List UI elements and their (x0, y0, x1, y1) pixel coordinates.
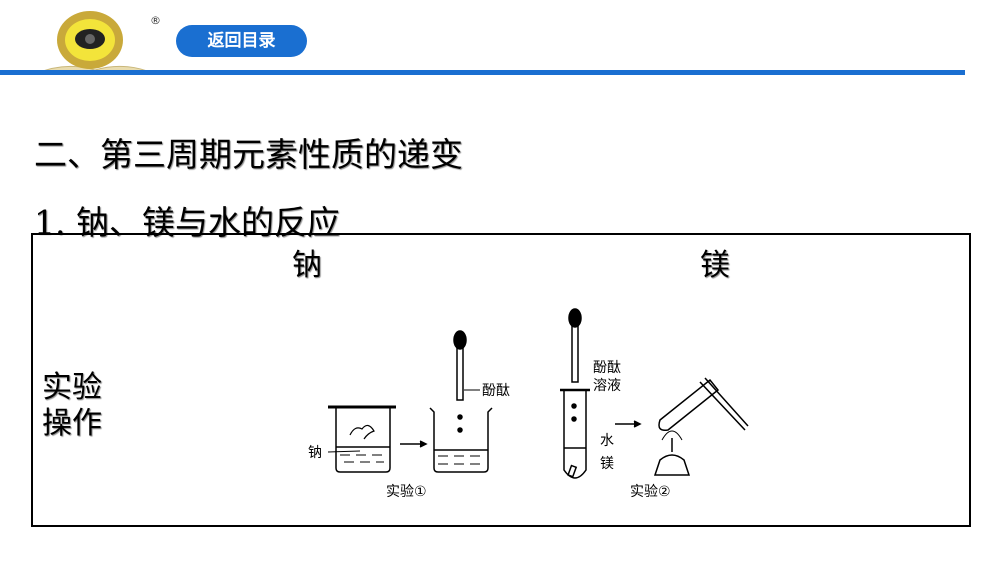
svg-text:®: ® (150, 14, 160, 27)
experiment-table (31, 233, 971, 527)
row-label-operation: 实验操作 (42, 370, 102, 441)
beaker-sodium (328, 405, 396, 473)
column-header-sodium: 钠 (292, 248, 322, 283)
section-title: 二、第三周期元素性质的递变 (34, 135, 463, 174)
alcohol-lamp-heating (653, 377, 749, 476)
label-magnesium: 镁 (600, 456, 614, 472)
label-phenolphthalein: 酚酞 (482, 383, 510, 399)
caption-experiment-2: 实验② (630, 484, 671, 500)
label-phenol-solution-1: 酚酞 (593, 360, 621, 376)
label-sodium: 钠 (308, 445, 322, 461)
dropper-icon (453, 330, 467, 401)
caption-experiment-1: 实验① (386, 484, 427, 500)
beaker-phenolphthalein (429, 407, 493, 473)
back-to-contents-button[interactable]: 返回目录 (176, 25, 307, 57)
subsection-title: 1. 钠、镁与水的反应 (34, 203, 340, 242)
label-water: 水 (600, 433, 614, 449)
arrow-icon-2 (615, 420, 642, 428)
column-header-magnesium: 镁 (700, 248, 730, 283)
logo: ® (34, 11, 160, 75)
label-phenol-solution-2: 溶液 (593, 378, 621, 394)
experiment-diagram: 钠 酚酞 实验① 酚酞 溶液 水 镁 实验② (308, 308, 749, 500)
test-tube-magnesium (560, 388, 590, 479)
dropper-icon-2 (568, 308, 582, 383)
arrow-icon (400, 440, 428, 448)
header-divider (0, 70, 965, 75)
